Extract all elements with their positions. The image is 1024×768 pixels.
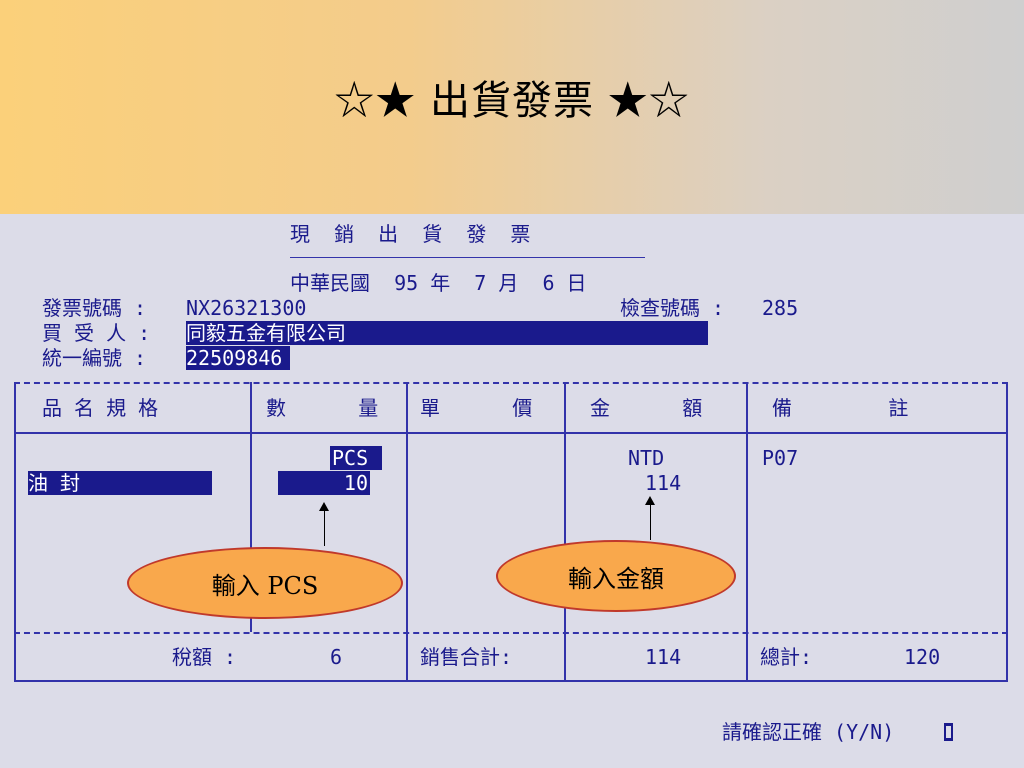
invoice-date: 中華民國 95 年 7 月 6 日 xyxy=(290,271,587,295)
arrow-up-icon xyxy=(319,502,329,546)
qty-field-highlight[interactable] xyxy=(278,471,370,495)
amount-field[interactable]: 114 xyxy=(645,471,682,495)
tax-id-label: 統一編號 : xyxy=(42,346,147,370)
check-no-value: 285 xyxy=(762,296,799,320)
tax-label: 稅額 : xyxy=(172,645,237,669)
qty-field[interactable]: 10 xyxy=(343,471,368,495)
col-header-remark: 備 註 xyxy=(772,396,909,420)
slide-banner: ☆★ 出貨發票 ★☆ xyxy=(0,0,1024,214)
terminal-screen: 現 銷 出 貨 發 票 中華民國 95 年 7 月 6 日 發票號碼 : NX2… xyxy=(0,214,1024,768)
grand-total-label: 總計: xyxy=(760,645,813,669)
buyer-field[interactable]: 同毅五金有限公司 xyxy=(186,321,346,345)
check-no-label: 檢查號碼 : xyxy=(620,296,725,320)
col-header-name: 品 名 規 格 xyxy=(42,396,159,420)
table-header-border xyxy=(14,432,1008,434)
invoice-header-title: 現 銷 出 貨 發 票 xyxy=(290,222,531,246)
buyer-field-highlight[interactable] xyxy=(186,321,708,345)
col-divider-3 xyxy=(564,382,566,680)
callout-input-pcs: 輸入 PCS xyxy=(127,547,403,619)
text-cursor-icon[interactable] xyxy=(944,723,953,741)
sales-total-label: 銷售合計: xyxy=(420,645,513,669)
invoice-no-value: NX26321300 xyxy=(186,296,307,320)
item-name-highlight[interactable] xyxy=(28,471,212,495)
table-body-border xyxy=(14,632,1008,634)
confirm-prompt: 請確認正確 (Y/N) xyxy=(722,720,895,744)
tax-id-field[interactable]: 22509846 xyxy=(186,346,283,370)
table-bottom-border xyxy=(14,680,1008,682)
arrow-up-icon xyxy=(645,496,655,540)
item-name-field[interactable]: 油 封 xyxy=(28,471,81,495)
col-divider-4 xyxy=(746,382,748,680)
sales-total-value: 114 xyxy=(645,645,682,669)
table-right-border xyxy=(1006,382,1008,680)
tax-value: 6 xyxy=(330,645,343,669)
col-divider-1 xyxy=(250,382,252,632)
col-header-unit-price: 單 價 xyxy=(420,396,533,420)
invoice-no-label: 發票號碼 : xyxy=(42,296,147,320)
tax-id-field-highlight[interactable] xyxy=(186,346,290,370)
header-underline xyxy=(290,257,645,258)
unit-field[interactable]: PCS xyxy=(332,446,369,470)
table-left-border xyxy=(14,382,16,680)
callout-input-amount: 輸入金額 xyxy=(496,540,736,612)
table-top-border xyxy=(14,382,1008,384)
unit-field-highlight[interactable] xyxy=(330,446,382,470)
col-header-amount: 金 額 xyxy=(590,396,703,420)
slide-title: ☆★ 出貨發票 ★☆ xyxy=(334,78,690,124)
grand-total-value: 120 xyxy=(904,645,941,669)
col-divider-2 xyxy=(406,382,408,680)
col-header-qty: 數 量 xyxy=(266,396,379,420)
remark-field[interactable]: P07 xyxy=(762,446,799,470)
buyer-label: 買 受 人 : xyxy=(42,321,151,345)
currency-field[interactable]: NTD xyxy=(628,446,665,470)
